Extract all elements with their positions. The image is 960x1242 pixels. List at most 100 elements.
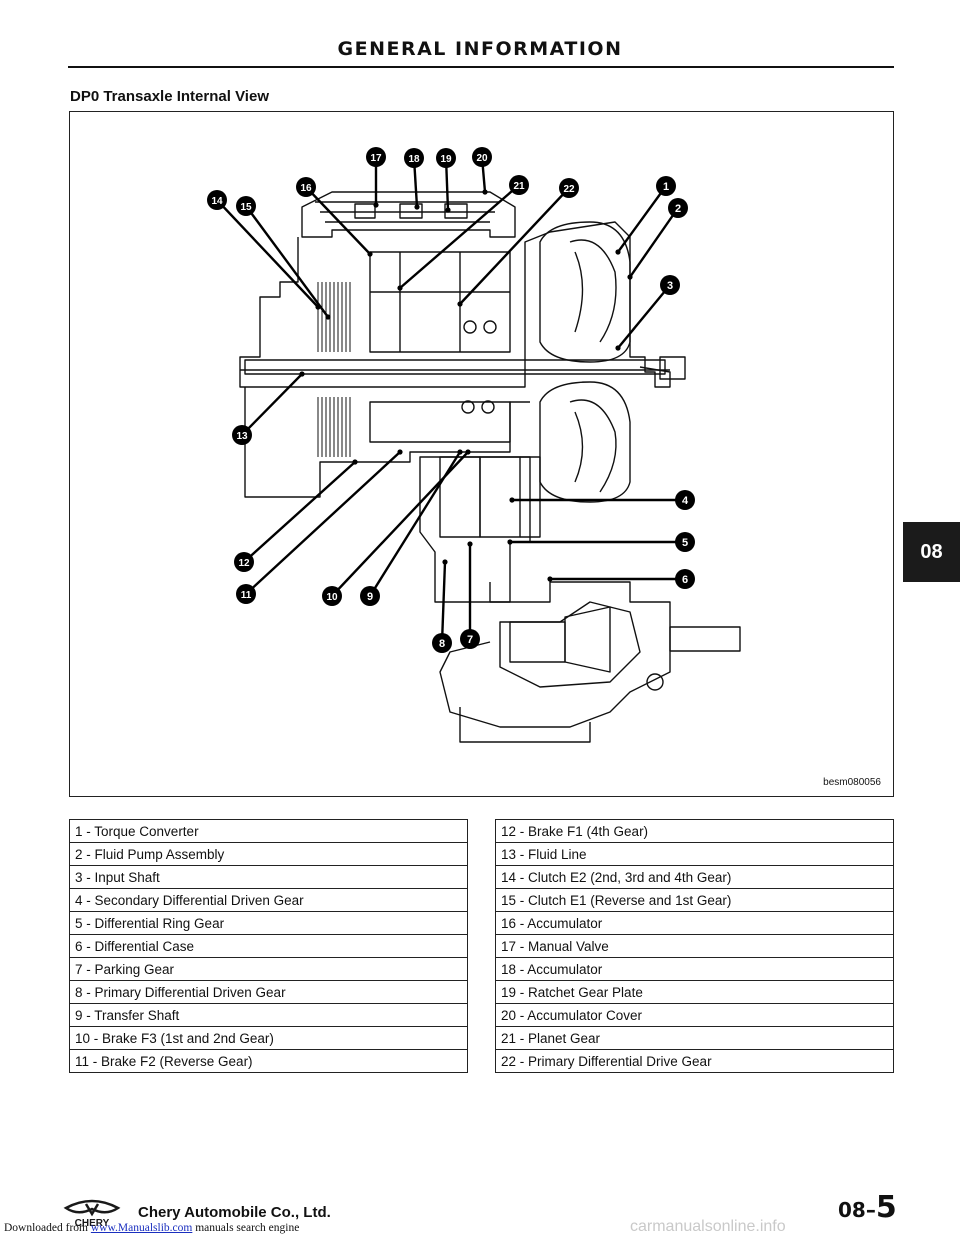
callout-bubble-10: [322, 586, 342, 606]
transaxle-drawing: [239, 191, 741, 743]
callout-bubble-2: [668, 198, 688, 218]
legend-item: 14 - Clutch E2 (2nd, 3rd and 4th Gear): [495, 865, 894, 889]
callout-label-17: 17: [370, 153, 382, 164]
callout-leader-21: [399, 184, 520, 289]
chery-logo: CHERY: [63, 1199, 121, 1228]
callout-tip-22: [457, 301, 463, 307]
legend-item: 2 - Fluid Pump Assembly: [69, 842, 468, 866]
callout-label-12: 12: [238, 558, 250, 569]
callout-leader-1: [617, 185, 667, 253]
callout-leader-13: [241, 373, 303, 436]
company-name: Chery Automobile Co., Ltd.: [138, 1204, 331, 1221]
callout-bubble-20: [472, 147, 492, 167]
legend-item: 16 - Accumulator: [495, 911, 894, 935]
legend-row: 13 - Fluid Line: [495, 842, 894, 866]
callout-tip-4: [509, 497, 515, 503]
legend-item: 20 - Accumulator Cover: [495, 1003, 894, 1027]
legend-item: 5 - Differential Ring Gear: [69, 911, 468, 935]
legend-row: 2 - Fluid Pump Assembly: [69, 842, 468, 866]
legend-item: 18 - Accumulator: [495, 957, 894, 981]
callout-leader-14: [216, 199, 319, 308]
callout-tip-13: [299, 371, 305, 377]
callout-label-20: 20: [476, 153, 488, 164]
legend-row: 3 - Input Shaft: [69, 865, 468, 889]
download-prefix: Downloaded from: [4, 1222, 88, 1234]
manualslib-link[interactable]: www.Manualslib.com: [90, 1222, 193, 1234]
callout-tip-11: [397, 449, 403, 455]
callout-label-9: 9: [367, 591, 373, 603]
legend-row: 9 - Transfer Shaft: [69, 1003, 468, 1027]
legend-row: 5 - Differential Ring Gear: [69, 911, 468, 935]
callout-bubble-6: [675, 569, 695, 589]
callout-bubble-14: [207, 190, 227, 210]
callout-bubble-19: [436, 148, 456, 168]
callout-tip-19: [445, 207, 451, 213]
callout-label-6: 6: [682, 574, 688, 586]
legend-row: 4 - Secondary Differential Driven Gear: [69, 888, 468, 912]
callout-tip-18: [414, 204, 420, 210]
callout-bubble-8: [432, 633, 452, 653]
page-number-value: 5: [875, 1190, 897, 1225]
callout-leader-8: [440, 561, 447, 644]
legend-item: 22 - Primary Differential Drive Gear: [495, 1049, 894, 1073]
callout-leader-12: [243, 461, 356, 563]
legend-row: 11 - Brake F2 (Reverse Gear): [69, 1049, 468, 1073]
legend-table-right: 12 - Brake F1 (4th Gear) 13 - Fluid Line…: [495, 819, 894, 1073]
callout-tip-16: [367, 251, 373, 257]
callout-label-16: 16: [300, 183, 312, 194]
legend-row: 14 - Clutch E2 (2nd, 3rd and 4th Gear): [495, 865, 894, 889]
page-header-title: GENERAL INFORMATION: [337, 38, 623, 60]
logo-text: CHERY: [75, 1218, 110, 1228]
legend-item: 3 - Input Shaft: [69, 865, 468, 889]
callout-leader-11: [245, 451, 401, 595]
legend-item: 9 - Transfer Shaft: [69, 1003, 468, 1027]
callout-label-13: 13: [236, 431, 248, 442]
callout-bubble-16: [296, 177, 316, 197]
legend-row: 20 - Accumulator Cover: [495, 1003, 894, 1027]
callout-bubble-7: [460, 629, 480, 649]
legend-row: 10 - Brake F3 (1st and 2nd Gear): [69, 1026, 468, 1050]
callout-leader-10: [331, 451, 469, 597]
callout-tip-8: [442, 559, 448, 565]
legend-row: 1 - Torque Converter: [69, 819, 468, 843]
callout-bubble-17: [366, 147, 386, 167]
legend-item: 1 - Torque Converter: [69, 819, 468, 843]
callout-tip-1: [615, 249, 621, 255]
legend-row: 15 - Clutch E1 (Reverse and 1st Gear): [495, 888, 894, 912]
callout-label-1: 1: [663, 181, 669, 193]
callout-bubble-1: [656, 176, 676, 196]
callout-leader-15: [245, 205, 329, 318]
callout-tip-5: [507, 539, 513, 545]
callout-label-19: 19: [440, 154, 452, 165]
callout-label-11: 11: [241, 590, 252, 601]
legend-row: 8 - Primary Differential Driven Gear: [69, 980, 468, 1004]
legend-item: 17 - Manual Valve: [495, 934, 894, 958]
figure-id: besm080056: [823, 777, 881, 788]
legend-row: 16 - Accumulator: [495, 911, 894, 935]
callout-label-3: 3: [667, 280, 673, 292]
callout-bubble-13: [232, 425, 252, 445]
callout-label-15: 15: [240, 202, 252, 213]
callout-tip-7: [467, 541, 473, 547]
legend-row: 21 - Planet Gear: [495, 1026, 894, 1050]
legend-item: 6 - Differential Case: [69, 934, 468, 958]
callout-tip-9: [457, 449, 463, 455]
callout-label-21: 21: [513, 181, 525, 192]
callout-tip-12: [352, 459, 358, 465]
callout-bubble-11: [236, 584, 256, 604]
chery-logo-mark: [63, 1199, 121, 1217]
chapter-tab[interactable]: 08: [903, 522, 960, 582]
callout-bubble-4: [675, 490, 695, 510]
legend-row: 7 - Parking Gear: [69, 957, 468, 981]
callout-bubble-21: [509, 175, 529, 195]
callout-bubble-5: [675, 532, 695, 552]
legend-table-left: 1 - Torque Converter 2 - Fluid Pump Asse…: [69, 819, 468, 1073]
callout-leader-16: [305, 186, 371, 255]
callout-bubble-15: [236, 196, 256, 216]
legend-item: 4 - Secondary Differential Driven Gear: [69, 888, 468, 912]
download-note: Downloaded from www.Manualslib.com manua…: [4, 1222, 299, 1234]
legend-row: 19 - Ratchet Gear Plate: [495, 980, 894, 1004]
callout-tip-15: [325, 314, 331, 320]
callout-label-10: 10: [326, 592, 338, 603]
